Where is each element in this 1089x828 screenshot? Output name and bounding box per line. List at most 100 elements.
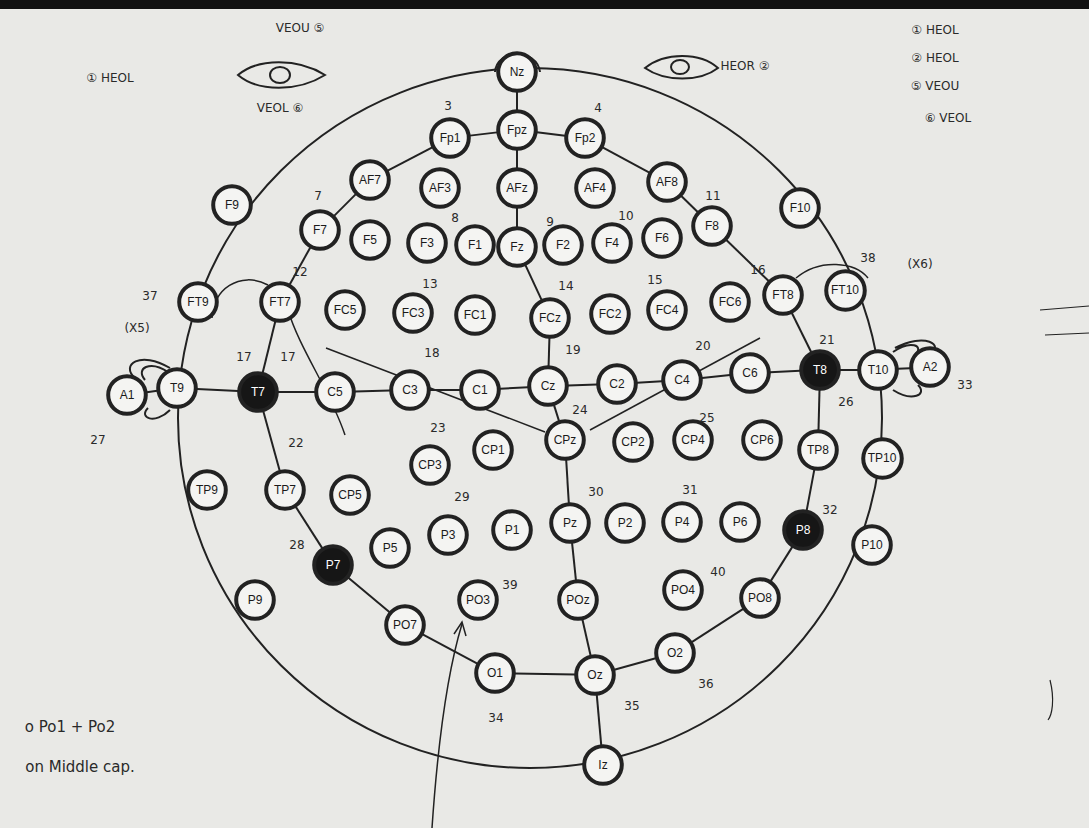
left-pupil	[270, 67, 290, 83]
electrode-label: CP1	[481, 443, 504, 457]
callout-number: 15	[647, 273, 662, 287]
circle-shape	[859, 351, 897, 389]
electrode-circle: TP10	[862, 438, 903, 479]
electrode-circle: POz	[558, 580, 598, 620]
circle-shape	[266, 471, 304, 509]
electrode-circle: FC1	[455, 295, 495, 335]
electrode-label: FT8	[772, 288, 793, 302]
circle-shape	[853, 526, 891, 564]
electrode-label: T7	[251, 385, 265, 399]
electrode-circle: FC4	[647, 290, 687, 330]
electrode-circle: TP9	[187, 470, 227, 510]
callout-number: 21	[819, 333, 834, 347]
connector-line	[548, 338, 551, 366]
circle-shape	[801, 351, 839, 389]
circle-shape	[911, 348, 949, 386]
electrode-circle: O1	[475, 653, 515, 693]
callout-number: 28	[289, 538, 304, 552]
handwritten-note: ① HEOL	[86, 71, 133, 85]
electrode-circle: Fpz	[497, 110, 537, 150]
circle-shape	[584, 746, 622, 784]
electrode-circle: AFz	[497, 168, 537, 208]
circle-shape	[158, 369, 196, 407]
electrode-label: Fp1	[440, 131, 461, 145]
electrode-label: P10	[861, 538, 882, 552]
electrode-circle: C4	[662, 360, 702, 400]
electrode-label: AF8	[656, 175, 678, 189]
circle-shape	[576, 169, 614, 207]
electrode-circle: AF7	[350, 160, 390, 200]
connector-line	[348, 578, 389, 612]
circle-shape	[721, 503, 759, 541]
electrode-label: P5	[383, 541, 398, 555]
circle-shape	[498, 111, 536, 149]
electrode-circle: Fp2	[565, 118, 605, 158]
electrode-label: C5	[327, 385, 342, 399]
electrode-label: T9	[170, 381, 184, 395]
callout-number: 12	[292, 265, 307, 279]
circle-shape	[544, 226, 582, 264]
circle-shape	[476, 654, 514, 692]
electrode-circle: FC2	[590, 294, 630, 334]
circle-shape	[711, 283, 749, 321]
electrode-circle: CP2	[613, 422, 653, 462]
connector-line	[692, 609, 743, 642]
callout-number: 39	[502, 578, 517, 592]
electrode-circle: F9	[212, 185, 252, 225]
connector-line	[263, 411, 279, 470]
electrode-label: CP2	[621, 435, 644, 449]
electrode-label: O1	[487, 666, 503, 680]
electrode-circle: C2	[597, 364, 637, 404]
electrode-circle: FT10	[825, 270, 866, 311]
electrode-circle: PO3	[458, 580, 498, 620]
electrode-circle: T9	[157, 368, 197, 408]
circle-shape	[663, 503, 701, 541]
electrode-circle: FCz	[530, 298, 570, 338]
callout-number: (X5)	[124, 321, 149, 335]
callout-number: 40	[710, 565, 725, 579]
connector-line	[770, 371, 800, 372]
electrode-circle: FC6	[710, 282, 750, 322]
callout-number: 14	[558, 279, 573, 293]
electrode-circle: F3	[407, 223, 447, 263]
electrode-label: FT10	[831, 283, 859, 297]
electrode-label: F6	[655, 231, 669, 245]
electrode-label: C1	[472, 383, 487, 397]
electrode-circle: P1	[492, 510, 532, 550]
electrode-label: PO4	[671, 583, 695, 597]
electrode-circle: Fz	[497, 227, 537, 267]
electrode-circle: FC5	[325, 290, 365, 330]
circle-shape	[474, 431, 512, 469]
electrode-label: PO3	[466, 593, 490, 607]
connector-line	[515, 673, 575, 674]
connector-line	[516, 150, 518, 168]
electrode-label: CP3	[418, 458, 441, 472]
circle-shape	[663, 361, 701, 399]
circle-shape	[693, 207, 731, 245]
circle-shape	[799, 431, 837, 469]
electrode-circle: P6	[720, 502, 760, 542]
electrode-circle: AF3	[420, 168, 460, 208]
circle-shape	[459, 581, 497, 619]
callout-number: 26	[838, 395, 853, 409]
electrode-label: F7	[313, 223, 327, 237]
circle-shape	[531, 299, 569, 337]
connector-line	[681, 196, 697, 212]
electrode-circle: T7	[238, 372, 278, 412]
electrode-label: F4	[605, 236, 619, 250]
connector-line	[771, 547, 793, 581]
electrode-label: F8	[705, 219, 719, 233]
electrode-circle: F2	[543, 225, 583, 265]
electrode-label: Oz	[587, 668, 602, 682]
electrode-circle: O2	[655, 633, 695, 673]
connector-line	[278, 391, 315, 393]
electrode-circle: F10	[780, 188, 820, 228]
electrode-label: CPz	[554, 433, 577, 447]
handwritten-note: on Middle cap.	[25, 758, 135, 776]
electrode-circle: FC3	[393, 293, 433, 333]
circle-shape	[731, 354, 769, 392]
electrode-circle: FT9	[178, 282, 218, 322]
margin-scribble	[1048, 680, 1053, 720]
electrode-label: FC3	[402, 306, 425, 320]
circle-shape	[826, 271, 865, 310]
